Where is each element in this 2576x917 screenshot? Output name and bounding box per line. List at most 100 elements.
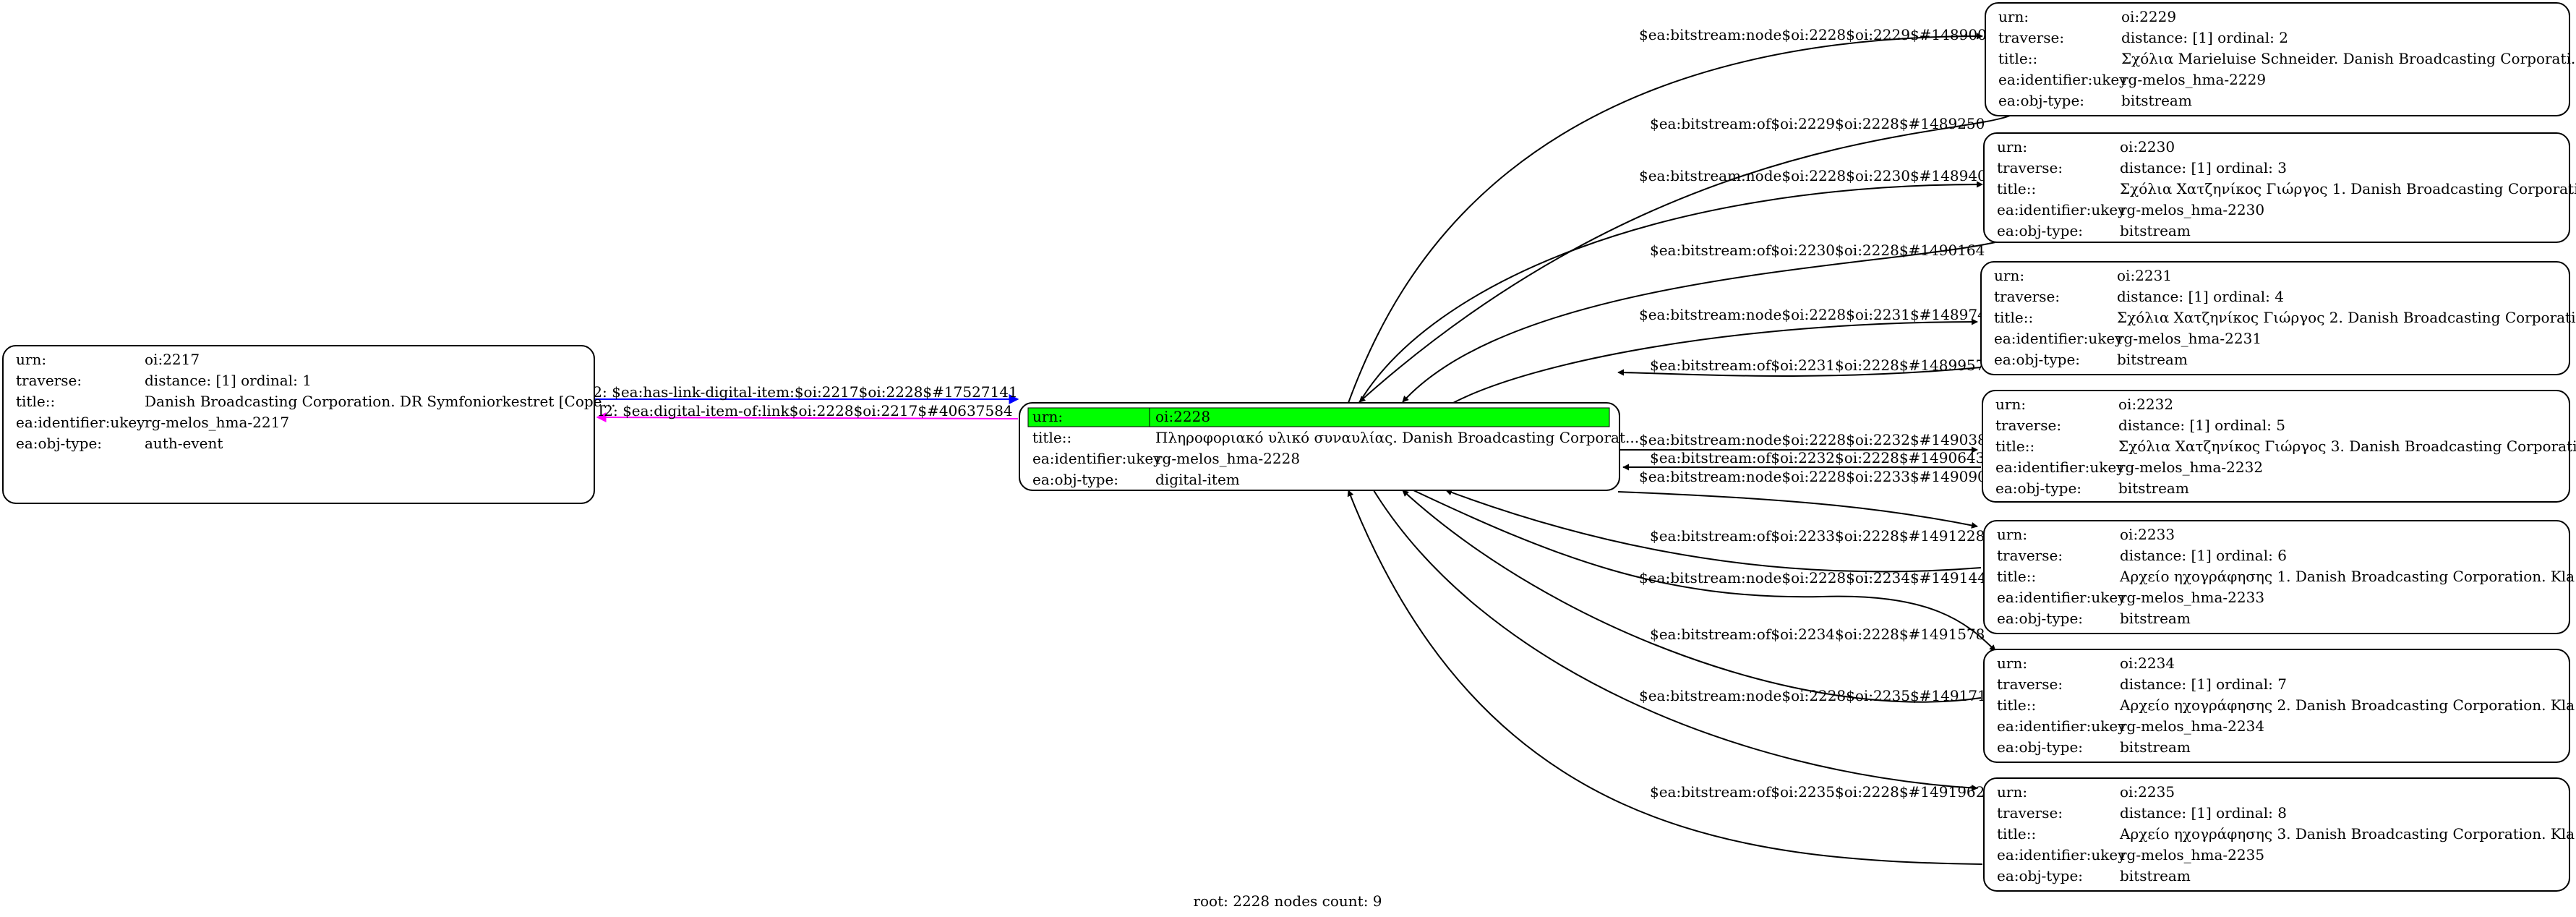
node-oi-2229[interactable]: urn: oi:2229 traverse: distance: [1] ordina… (1985, 2, 2576, 116)
edge-bitstream-node-2230[interactable] (1358, 181, 1983, 404)
node-field-value[interactable]: bitstream (2120, 610, 2191, 627)
node-field-value[interactable]: Danish Broadcasting Corporation. DR Symf… (145, 393, 616, 410)
node-field-label: title:: (1997, 825, 2036, 843)
node-field-label: urn: (1994, 267, 2024, 284)
node-oi-2231[interactable]: urn: oi:2231 traverse: distance: [1] ordina… (1980, 261, 2576, 375)
node-field-value[interactable]: distance: [1] ordinal: 3 (2120, 159, 2287, 176)
node-field-value[interactable]: rg-melos_hma-2228 (1155, 450, 1300, 467)
node-field-value[interactable]: rg-melos_hma-2217 (145, 414, 289, 431)
edge-bitstream-node-2231[interactable] (1452, 318, 1978, 404)
node-field-label: ea:identifier:ukey (1997, 717, 2126, 735)
edge-bitstream-of-2235[interactable] (1347, 490, 1983, 865)
node-box (2, 345, 595, 504)
node-field-label: traverse: (1997, 804, 2063, 822)
node-field-value[interactable]: Σχόλια Χατζηνίκος Γιώργος 2. Danish Broa… (2117, 309, 2576, 326)
node-field-label: ea:identifier:ukey (1997, 201, 2126, 218)
edge-bitstream-of-2229[interactable] (1358, 115, 2011, 403)
node-field-value[interactable]: oi:2230 (2120, 138, 2175, 155)
edge-bitstream-of-2233[interactable] (1445, 489, 1982, 573)
node-field-value[interactable]: auth-event (145, 435, 223, 452)
node-field-value[interactable]: distance: [1] ordinal: 7 (2120, 675, 2287, 693)
node-field-value[interactable]: oi:2217 (145, 351, 200, 368)
edge-bitstream-of-2230[interactable] (1402, 242, 1996, 403)
node-field-label: ea:identifier:ukey (1032, 450, 1162, 467)
node-field-value[interactable]: distance: [1] ordinal: 1 (145, 372, 312, 389)
node-field-value[interactable]: distance: [1] ordinal: 6 (2120, 547, 2287, 564)
node-box (1983, 777, 2570, 892)
node-field-label: ea:obj-type: (1998, 92, 2084, 109)
node-field-value[interactable]: oi:2235 (2120, 783, 2175, 801)
node-field-value[interactable]: oi:2233 (2120, 526, 2175, 543)
node-field-value[interactable]: rg-melos_hma-2231 (2117, 330, 2262, 347)
node-field-value[interactable]: rg-melos_hma-2229 (2121, 71, 2266, 88)
edge-bitstream-node-2233[interactable] (1617, 491, 1978, 529)
edge-label-node-2233: $ea:bitstream:node$oi:2228$oi:2233$#1490… (1639, 468, 1996, 485)
node-field-value[interactable]: rg-melos_hma-2233 (2120, 589, 2264, 606)
node-field-value[interactable]: digital-item (1155, 471, 1240, 488)
edge-label-node-2232: $ea:bitstream:node$oi:2228$oi:2232$#1490… (1639, 431, 1996, 448)
edge-bitstream-node-2229[interactable] (1348, 33, 1983, 404)
node-field-value[interactable]: bitstream (2120, 738, 2191, 756)
node-field-label: ea:obj-type: (1995, 479, 2081, 497)
node-field-value[interactable]: Αρχείο ηχογράφησης 2. Danish Broadcastin… (2119, 696, 2576, 714)
node-field-value[interactable]: rg-melos_hma-2230 (2120, 201, 2264, 218)
footer-root-summary: root: 2228 nodes count: 9 (1193, 892, 1382, 910)
node-field-label: ea:identifier:ukey (1997, 589, 2126, 606)
node-field-value[interactable]: bitstream (2121, 92, 2192, 109)
node-box (1983, 649, 2570, 763)
edge-bitstream-node-2235[interactable] (1373, 490, 1978, 792)
node-field-value[interactable]: distance: [1] ordinal: 8 (2120, 804, 2287, 822)
node-field-value[interactable]: bitstream (2118, 479, 2189, 497)
node-field-value[interactable]: oi:2228 (1155, 408, 1210, 425)
node-field-value[interactable]: oi:2229 (2121, 8, 2176, 25)
node-field-value[interactable]: distance: [1] ordinal: 5 (2118, 417, 2285, 434)
edge-label-node-2230: $ea:bitstream:node$oi:2228$oi:2230$#1489… (1639, 167, 1996, 184)
edge-digital-item-of[interactable] (596, 412, 1019, 423)
node-field-label: title:: (16, 393, 55, 410)
node-field-label: ea:identifier:ukey (1997, 846, 2126, 863)
edge-bitstream-node-2234[interactable] (1413, 490, 1996, 652)
node-field-value[interactable]: distance: [1] ordinal: 4 (2117, 288, 2284, 305)
node-field-value[interactable]: Αρχείο ηχογράφησης 3. Danish Broadcastin… (2119, 825, 2576, 843)
node-field-value[interactable]: distance: [1] ordinal: 2 (2121, 29, 2288, 46)
node-field-label: ea:identifier:ukey (1994, 330, 2123, 347)
node-field-label: ea:obj-type: (1994, 351, 2080, 368)
node-field-value[interactable]: Σχόλια Marieluise Schneider. Danish Broa… (2121, 50, 2576, 67)
node-field-label: traverse: (1998, 29, 2064, 46)
edge-bitstream-of-2231[interactable] (1617, 367, 1982, 377)
node-field-label: title:: (1997, 180, 2036, 197)
node-field-label: title:: (1032, 429, 1071, 446)
node-field-value[interactable]: rg-melos_hma-2234 (2120, 717, 2264, 735)
edge-bitstream-of-2234[interactable] (1402, 490, 1982, 703)
node-field-label: urn: (1032, 408, 1063, 425)
node-field-value[interactable]: Σχόλια Χατζηνίκος Γιώργος 1. Danish Broa… (2120, 180, 2576, 197)
node-field-label: urn: (1995, 396, 2026, 413)
node-field-value[interactable]: oi:2232 (2118, 396, 2173, 413)
node-field-label: urn: (1998, 8, 2029, 25)
edge-label-node-2231: $ea:bitstream:node$oi:2228$oi:2231$#1489… (1639, 306, 1996, 323)
node-field-label: urn: (1997, 654, 2027, 672)
node-field-value[interactable]: Σχόλια Χατζηνίκος Γιώργος 3. Danish Broa… (2118, 438, 2576, 455)
node-field-value[interactable]: rg-melos_hma-2235 (2120, 846, 2264, 863)
node-field-value[interactable]: rg-melos_hma-2232 (2118, 458, 2263, 476)
node-field-label: traverse: (1994, 288, 2060, 305)
node-field-value[interactable]: bitstream (2120, 867, 2191, 884)
node-field-value[interactable]: oi:2231 (2117, 267, 2172, 284)
node-field-value[interactable]: Αρχείο ηχογράφησης 1. Danish Broadcastin… (2119, 568, 2576, 585)
node-field-value[interactable]: bitstream (2120, 222, 2191, 239)
node-field-label: urn: (16, 351, 46, 368)
node-field-value[interactable]: oi:2234 (2120, 654, 2175, 672)
node-field-label: ea:obj-type: (1997, 222, 2083, 239)
node-field-value[interactable]: Πληροφοριακό υλικό συναυλίας. Danish Bro… (1155, 429, 1639, 446)
node-field-value[interactable]: bitstream (2117, 351, 2188, 368)
node-field-label: ea:obj-type: (1997, 738, 2083, 756)
node-field-label: ea:identifier:ukey (1998, 71, 2128, 88)
